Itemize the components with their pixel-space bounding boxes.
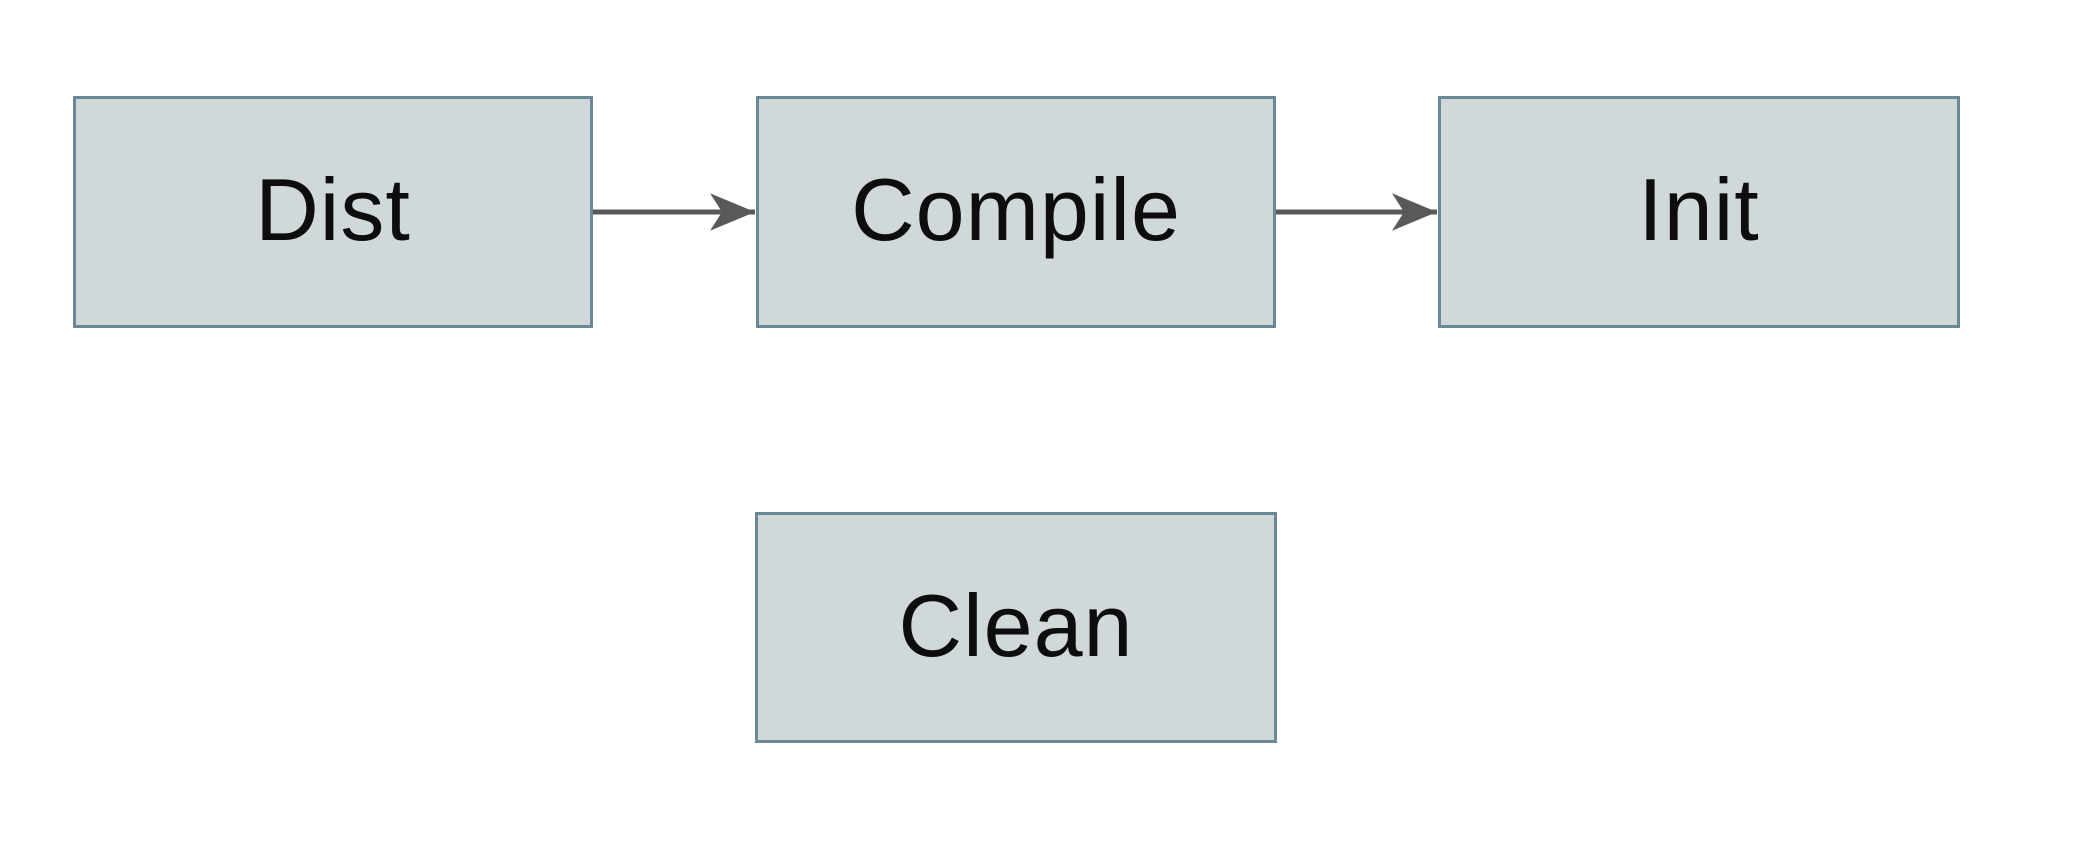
node-init-label: Init xyxy=(1638,160,1760,259)
node-init[interactable]: Init xyxy=(1438,96,1960,328)
node-dist[interactable]: Dist xyxy=(73,96,593,328)
node-compile-label: Compile xyxy=(851,160,1181,259)
node-clean-label: Clean xyxy=(898,575,1134,675)
node-dist-label: Dist xyxy=(255,160,411,259)
node-compile[interactable]: Compile xyxy=(756,96,1276,328)
node-clean[interactable]: Clean xyxy=(755,512,1277,743)
